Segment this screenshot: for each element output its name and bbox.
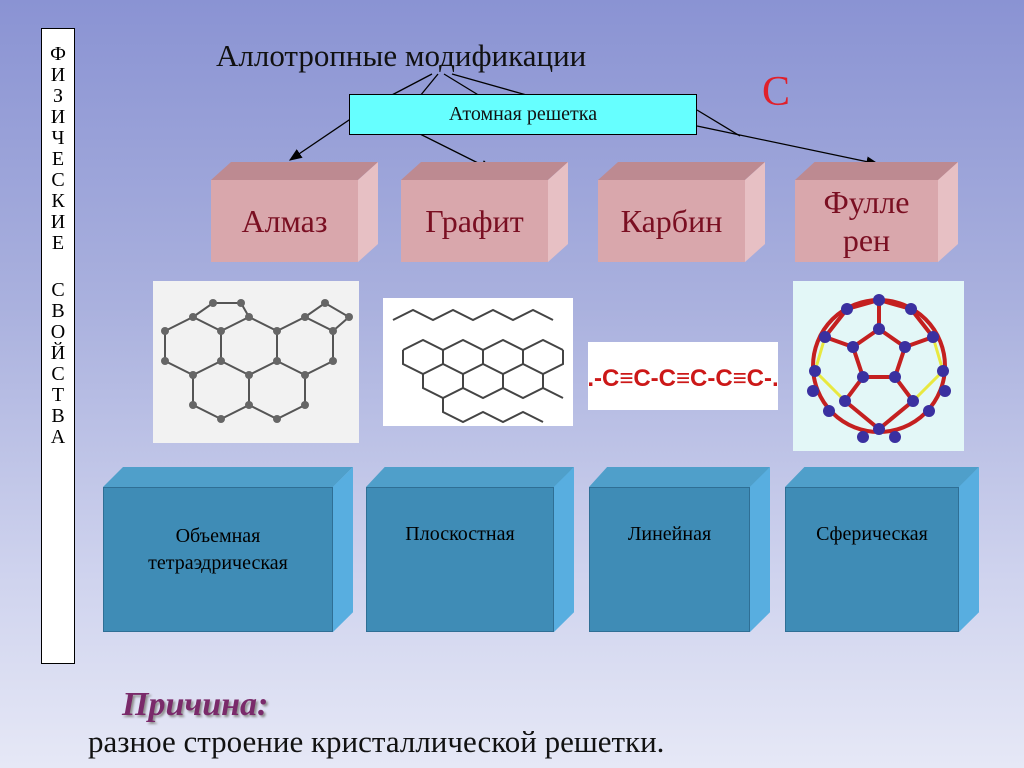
arrow-to-carbyne xyxy=(696,109,741,137)
title-connector xyxy=(389,73,433,97)
title-connector xyxy=(419,73,439,97)
structure-box-linear: Линейная xyxy=(589,467,770,632)
carbyne-structure-image: ...-C≡C-C≡C-C≡C-... xyxy=(574,342,792,410)
arrow-to-diamond xyxy=(288,117,353,161)
structure-label: Плоскостная xyxy=(366,487,554,632)
side-letter: О xyxy=(50,321,66,343)
side-letter: Т xyxy=(51,384,65,406)
carbyne-formula: ...-C≡C-C≡C-C≡C-... xyxy=(588,365,778,392)
modification-label: Алмаз xyxy=(211,180,358,262)
structure-box-spherical: Сферическая xyxy=(785,467,979,632)
modification-box-diamond: Алмаз xyxy=(211,162,378,262)
modification-label: Фулле рен xyxy=(795,180,938,262)
side-letter: Й xyxy=(50,342,66,364)
structure-label: Линейная xyxy=(589,487,750,632)
side-letter: С xyxy=(51,363,65,385)
side-letter: И xyxy=(50,64,66,86)
side-letter: Е xyxy=(51,232,65,254)
modification-box-fullerene: Фулле рен xyxy=(795,162,958,262)
title-connector xyxy=(451,73,531,97)
structure-box-volumetric: Объемная тетраэдрическая xyxy=(103,467,353,632)
side-letter: И xyxy=(50,211,66,233)
side-letter: К xyxy=(51,190,65,212)
side-letter: Е xyxy=(51,148,65,170)
reason-text: разное строение кристаллической решетки. xyxy=(88,724,665,759)
modification-label: Карбин xyxy=(598,180,745,262)
side-letter: С xyxy=(51,279,65,301)
side-vertical-label: Ф И З И Ч Е С К И Е С В О Й С Т В А xyxy=(41,28,75,664)
graphite-structure-image xyxy=(383,298,573,426)
diagram-title: Аллотропные модификации xyxy=(216,38,587,73)
side-letter: И xyxy=(50,106,66,128)
modification-box-graphite: Графит xyxy=(401,162,568,262)
structure-label: Объемная тетраэдрическая xyxy=(103,487,333,632)
atomic-lattice-box: Атомная решетка xyxy=(349,94,697,135)
side-letter: Ч xyxy=(51,127,65,149)
element-symbol: С xyxy=(762,69,791,115)
modification-box-carbyne: Карбин xyxy=(598,162,765,262)
diamond-structure-image xyxy=(153,281,359,443)
side-letter: Ф xyxy=(50,43,66,65)
side-letter: С xyxy=(51,169,65,191)
title-connector xyxy=(443,73,481,97)
modification-label: Графит xyxy=(401,180,548,262)
side-letter: В xyxy=(51,405,65,427)
structure-label: Сферическая xyxy=(785,487,959,632)
structure-box-planar: Плоскостная xyxy=(366,467,574,632)
fullerene-structure-image xyxy=(793,281,964,451)
side-letter: А xyxy=(50,426,66,448)
arrow-to-fullerene xyxy=(696,125,880,167)
side-letter: З xyxy=(52,85,64,107)
side-letter: В xyxy=(51,300,65,322)
reason-label: Причина: xyxy=(122,686,269,723)
